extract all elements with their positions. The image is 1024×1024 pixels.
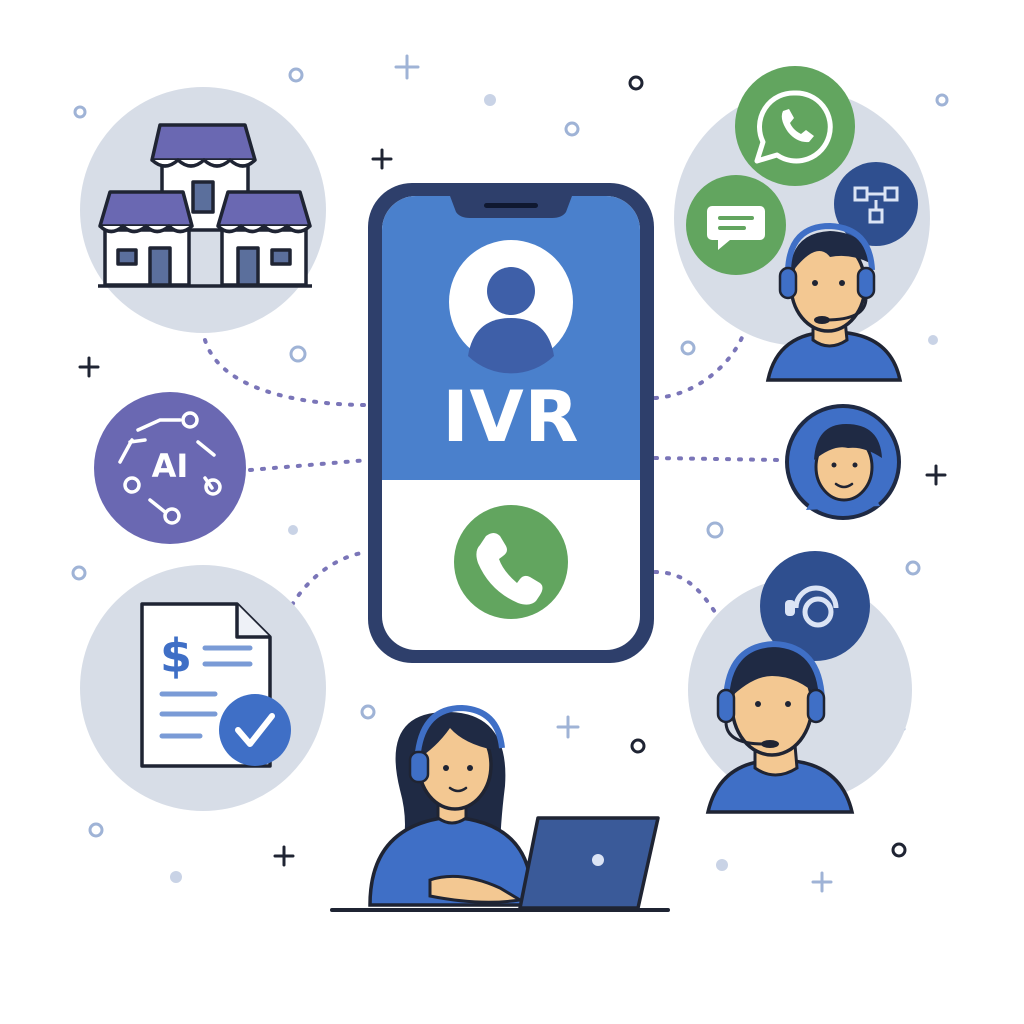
decorative-sparkles <box>71 54 949 893</box>
ivr-phone <box>368 183 654 663</box>
connector-ai <box>248 458 370 472</box>
connector-stores <box>203 338 370 407</box>
svg-text:$: $ <box>160 629 192 683</box>
invoice-node: $ <box>80 565 326 811</box>
headset-agent-icon <box>765 222 903 382</box>
connector-support <box>653 570 717 614</box>
flow-chart-icon[interactable] <box>834 162 918 246</box>
stores-node <box>80 87 326 333</box>
connector-messaging <box>653 328 747 400</box>
ai-circuit-icon <box>118 411 222 525</box>
laptop-agent <box>330 704 670 912</box>
connector-lines <box>203 328 782 614</box>
connector-invoice <box>290 550 370 607</box>
whatsapp-icon[interactable] <box>735 66 855 186</box>
ivr-label: IVR <box>442 376 580 458</box>
agent-small-node[interactable] <box>785 404 901 520</box>
ai-label: AI <box>151 447 189 485</box>
headset-agent-icon <box>806 424 882 510</box>
laptop-agent-icon <box>368 704 660 910</box>
support-node <box>688 551 912 814</box>
invoice-check-icon: $ <box>140 602 291 768</box>
storefront-icon <box>98 123 312 288</box>
connector-agent <box>653 456 782 462</box>
support-headset-icon[interactable] <box>760 551 870 661</box>
ai-node[interactable] <box>94 392 246 544</box>
messaging-node <box>674 66 930 382</box>
headset-agent-icon <box>705 640 855 814</box>
phone-call-icon[interactable] <box>454 505 568 619</box>
user-avatar-icon <box>449 240 573 374</box>
chat-bubble-icon[interactable] <box>686 175 786 275</box>
